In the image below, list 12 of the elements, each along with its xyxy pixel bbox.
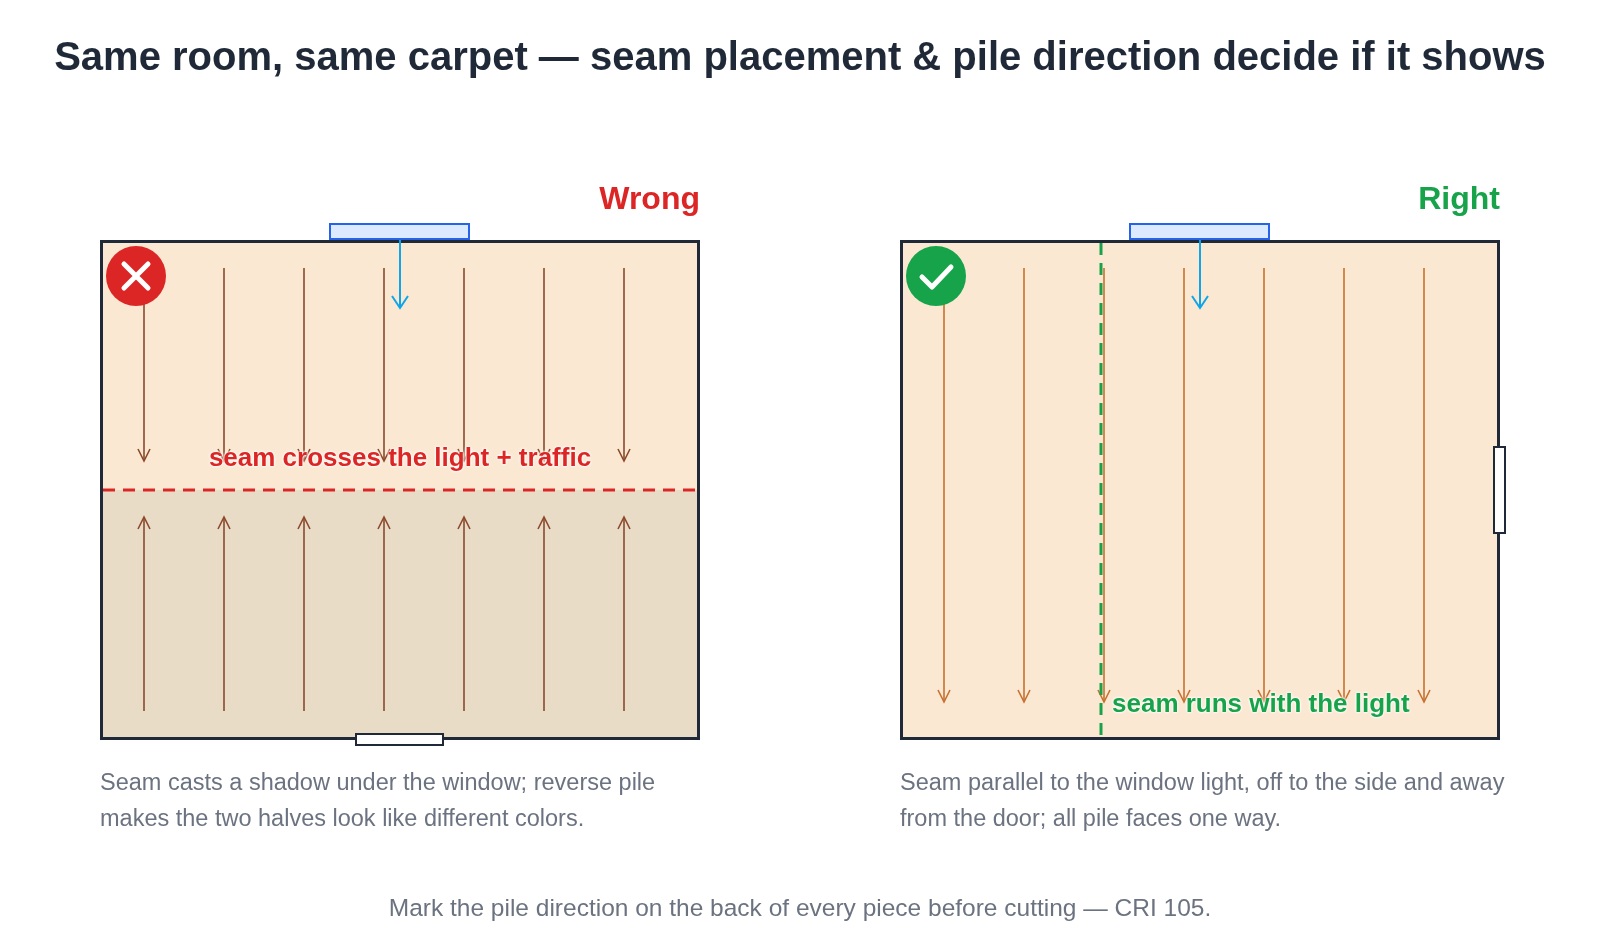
window	[329, 223, 470, 240]
panel-caption: Seam parallel to the window light, off to the side and away from the door; all pile faces one way.	[900, 768, 1506, 833]
seam-label: seam runs with the light	[1112, 688, 1410, 718]
panel-caption: Seam casts a shadow under the window; reverse pile makes the two halves look like different colors.	[100, 768, 657, 833]
footer-note: Mark the pile direction on the back of every piece before cutting — CRI 105.	[387, 893, 1213, 923]
panel-heading: Wrong	[598, 179, 700, 218]
seam-label: seam crosses the light + traffic	[208, 442, 592, 472]
door	[1493, 446, 1506, 534]
title: Same room, same carpet — seam placement & pile direction decide if it shows	[53, 33, 1547, 80]
door	[355, 733, 444, 746]
panel-heading: Right	[1417, 179, 1500, 218]
window	[1129, 223, 1270, 240]
